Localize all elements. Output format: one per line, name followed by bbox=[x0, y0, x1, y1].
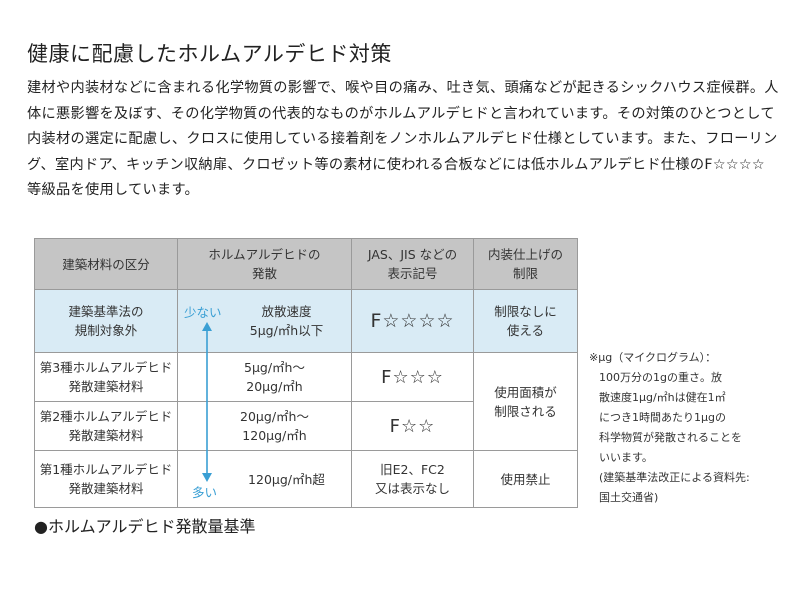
page-title: 健康に配慮したホルムアルデヒド対策 bbox=[27, 42, 392, 66]
table-row-class2: 第2種ホルムアルデヒド 発散建築材料 20μg/㎡h～ 120μg/㎡h F☆☆ bbox=[34, 401, 578, 451]
cell-mark: 旧E2、FC2 又は表示なし bbox=[351, 450, 474, 508]
scale-label-low: 少ない bbox=[184, 305, 222, 320]
table-caption: ●ホルムアルデヒド発散量基準 bbox=[34, 517, 256, 536]
double-arrow-icon bbox=[202, 322, 212, 482]
cell-category: 建築基準法の 規制対象外 bbox=[34, 289, 178, 353]
table-row-class3: 第3種ホルムアルデヒド 発散建築材料 5μg/㎡h～ 20μg/㎡h F☆☆☆ … bbox=[34, 352, 578, 451]
cell-category: 第2種ホルムアルデヒド 発散建築材料 bbox=[34, 401, 178, 451]
cell-category: 第3種ホルムアルデヒド 発散建築材料 bbox=[34, 352, 178, 402]
formaldehyde-standards-table: 建築材料の区分 ホルムアルデヒドの 発散 JAS、JIS などの 表示記号 内装… bbox=[34, 238, 578, 508]
table-row-class1: 第1種ホルムアルデヒド 発散建築材料 120μg/㎡h超 旧E2、FC2 又は表… bbox=[34, 450, 578, 508]
cell-category: 第1種ホルムアルデヒド 発散建築材料 bbox=[34, 450, 178, 508]
header-limit: 内装仕上げの 制限 bbox=[473, 238, 578, 290]
table-header-row: 建築材料の区分 ホルムアルデヒドの 発散 JAS、JIS などの 表示記号 内装… bbox=[34, 238, 578, 290]
cell-emission: 放散速度 5μg/㎡h以下 bbox=[177, 289, 352, 353]
cell-limit: 使用禁止 bbox=[473, 450, 578, 508]
header-mark: JAS、JIS などの 表示記号 bbox=[351, 238, 474, 290]
cell-mark: F☆☆ bbox=[351, 401, 474, 451]
table-row-unregulated: 建築基準法の 規制対象外 放散速度 5μg/㎡h以下 F☆☆☆☆ 制限なしに 使… bbox=[34, 289, 578, 353]
scale-label-high: 多い bbox=[192, 485, 218, 500]
intro-paragraph: 建材や内装材などに含まれる化学物質の影響で、喉や目の痛み、吐き気、頭痛などが起き… bbox=[27, 80, 779, 198]
cell-mark: F☆☆☆ bbox=[351, 352, 474, 402]
cell-mark: F☆☆☆☆ bbox=[351, 289, 474, 353]
footnote: ※μg（マイクログラム）： 100万分の1gの重さ。放 散速度1μg/㎡hは健在… bbox=[589, 351, 750, 504]
cell-limit: 制限なしに 使える bbox=[473, 289, 578, 353]
header-emission: ホルムアルデヒドの 発散 bbox=[177, 238, 352, 290]
cell-limit-shared: 使用面積が 制限される bbox=[473, 352, 578, 451]
header-category: 建築材料の区分 bbox=[34, 238, 178, 290]
